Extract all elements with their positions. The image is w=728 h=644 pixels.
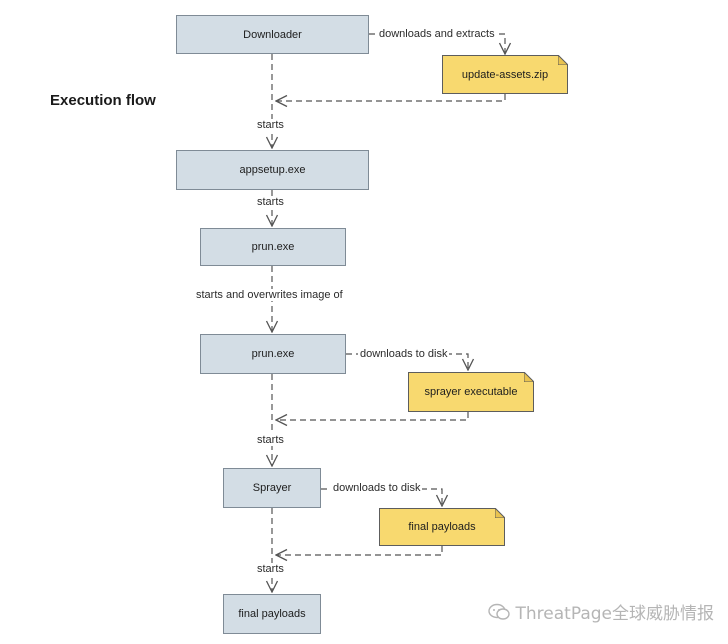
label-downloads-and-extracts: downloads and extracts	[377, 28, 497, 40]
label-starts: starts	[255, 196, 286, 208]
node-prun-exe-second: prun.exe	[200, 334, 346, 374]
node-prun-exe-first: prun.exe	[200, 228, 346, 266]
artifact-update-assets-zip: update-assets.zip	[442, 55, 568, 94]
label-starts: starts	[255, 434, 286, 446]
node-final-payloads: final payloads	[223, 594, 321, 634]
artifact-sprayer-executable: sprayer executable	[408, 372, 534, 412]
note-fold-icon	[558, 55, 568, 65]
edge-final-note-to-trunk	[276, 546, 443, 555]
label-starts: starts	[255, 563, 286, 575]
node-downloader: Downloader	[176, 15, 369, 54]
label-starts: starts	[255, 119, 286, 131]
watermark: ThreatPage全球威胁情报	[487, 599, 714, 624]
artifact-final-payloads: final payloads	[379, 508, 505, 546]
label-downloads-to-disk: downloads to disk	[331, 482, 423, 494]
label-downloads-to-disk: downloads to disk	[358, 348, 450, 360]
node-appsetup-exe: appsetup.exe	[176, 150, 369, 190]
note-fold-icon	[524, 372, 534, 382]
node-sprayer: Sprayer	[223, 468, 321, 508]
edge-zip-to-trunk	[276, 94, 506, 101]
note-fold-icon	[495, 508, 505, 518]
edge-sprayer-exe-to-trunk	[276, 412, 469, 420]
wechat-icon	[487, 603, 510, 620]
diagram-title: Execution flow	[50, 92, 156, 109]
watermark-text: ThreatPage全球威胁情报	[515, 604, 714, 624]
label-starts-and-overwrites: starts and overwrites image of	[194, 289, 345, 301]
